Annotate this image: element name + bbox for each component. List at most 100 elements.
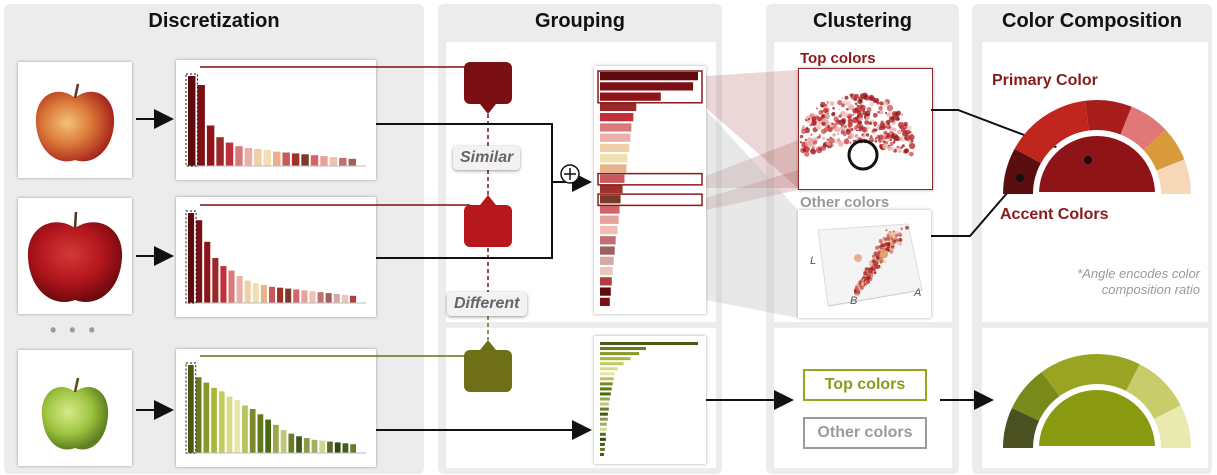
merged-bar	[600, 422, 607, 426]
histogram-bar	[244, 280, 251, 303]
section-title-grouping: Grouping	[535, 10, 625, 32]
composition-segment	[1085, 99, 1132, 135]
histogram-bar	[350, 444, 356, 453]
merged-bar	[600, 287, 611, 296]
top-colors-highlight	[597, 70, 703, 104]
merged-bar	[600, 164, 627, 173]
top-colors-scatter	[799, 92, 916, 171]
histogram-apple-1	[185, 73, 366, 167]
merged-bar	[600, 72, 698, 81]
histogram-bar	[188, 76, 196, 166]
merged-bar	[600, 297, 610, 306]
merged-bar	[600, 412, 608, 416]
merged-bar	[600, 92, 661, 101]
merged-bar	[600, 174, 625, 183]
merged-bar	[600, 357, 631, 361]
connector-hist1-merge	[376, 123, 553, 182]
histogram-bar	[218, 391, 225, 453]
merged-bar	[600, 133, 631, 142]
projection-band-other	[706, 110, 798, 318]
merged-bar	[600, 236, 616, 245]
histogram-bar	[349, 295, 356, 303]
histogram-bar	[273, 151, 281, 166]
histogram-bar	[334, 442, 341, 453]
histogram-bar	[197, 85, 205, 166]
composition-segment	[1143, 129, 1185, 171]
histogram-bar	[203, 382, 210, 453]
merged-histogram-red	[597, 70, 703, 306]
merged-bar	[600, 377, 614, 381]
histogram-card-3	[176, 349, 376, 467]
red-yellow-apple-image	[35, 83, 115, 162]
composition-gauge-red	[1003, 99, 1191, 196]
cluster-center-highlight	[847, 139, 879, 171]
merged-bar	[600, 82, 694, 91]
section-title-composition: Color Composition	[1002, 10, 1182, 32]
section-title-clustering: Clustering	[813, 10, 912, 32]
dominant-color-marker-1	[464, 62, 512, 104]
merged-bar	[600, 407, 609, 411]
histogram-bar	[225, 142, 234, 166]
merged-bar	[600, 427, 607, 431]
merged-bar	[600, 154, 628, 163]
connector-other-colors-to-accent	[931, 177, 1021, 237]
green-apple-image	[41, 377, 109, 450]
axis-label-l: L	[810, 255, 817, 267]
histogram-bar	[301, 154, 309, 166]
histogram-bar	[257, 414, 264, 453]
connector-hist2-merge	[376, 182, 553, 259]
histogram-bar	[348, 158, 356, 166]
apple-image-card-2	[18, 198, 132, 314]
primary-color-semicircle	[1034, 386, 1160, 450]
histogram-bar	[277, 287, 284, 303]
dominant-color-marker-2	[464, 205, 512, 247]
projection-band-top	[706, 70, 798, 188]
merged-bar	[600, 205, 620, 214]
merged-bar	[600, 342, 698, 346]
merged-bar	[600, 246, 615, 255]
histogram-apple-2	[185, 210, 366, 304]
composition-segment	[1154, 405, 1191, 448]
histogram-bar	[249, 409, 256, 453]
histogram-bar	[282, 152, 290, 166]
histogram-bar	[333, 294, 340, 303]
histogram-bar	[288, 433, 295, 453]
composition-segment	[1014, 100, 1089, 164]
different-tag: Different	[447, 292, 527, 316]
histogram-bar	[216, 137, 224, 166]
histogram-card-2	[176, 197, 376, 317]
green-other-colors-box: Other colors	[803, 417, 927, 449]
composition-segment	[1156, 159, 1191, 194]
merged-bar	[600, 452, 604, 456]
angle-note-line1: *Angle encodes color	[1077, 266, 1200, 281]
dominant-color-marker-3	[464, 350, 512, 392]
apple-image-card-3	[18, 350, 132, 466]
other-colors-scatter-card	[798, 210, 931, 318]
merged-bar	[600, 437, 606, 441]
similar-tag: Similar	[453, 146, 521, 170]
histogram-bar	[204, 241, 211, 303]
histogram-bar	[188, 365, 194, 453]
red-apple-image	[27, 211, 123, 303]
histogram-bar	[235, 146, 243, 166]
merged-bar	[600, 102, 637, 112]
angle-note: *Angle encodes color composition ratio	[1030, 266, 1200, 298]
merged-bar	[600, 256, 614, 265]
histogram-bar	[268, 286, 276, 303]
histogram-bar	[293, 289, 300, 303]
other-colors-label: Other colors	[800, 194, 890, 211]
composition-segment	[1126, 364, 1181, 419]
histogram-bar	[285, 288, 292, 303]
merged-bar	[600, 362, 624, 366]
histogram-card-1	[176, 60, 376, 180]
histogram-bar	[329, 157, 338, 166]
histogram-bar	[327, 441, 333, 453]
merged-bar	[600, 215, 619, 224]
apple-image-card-1	[18, 62, 132, 178]
histogram-bar	[236, 276, 243, 303]
histogram-bar	[220, 266, 227, 303]
composition-segment	[1120, 106, 1166, 151]
other-colors-scatter-3d	[817, 223, 923, 307]
histogram-bar	[273, 424, 279, 453]
